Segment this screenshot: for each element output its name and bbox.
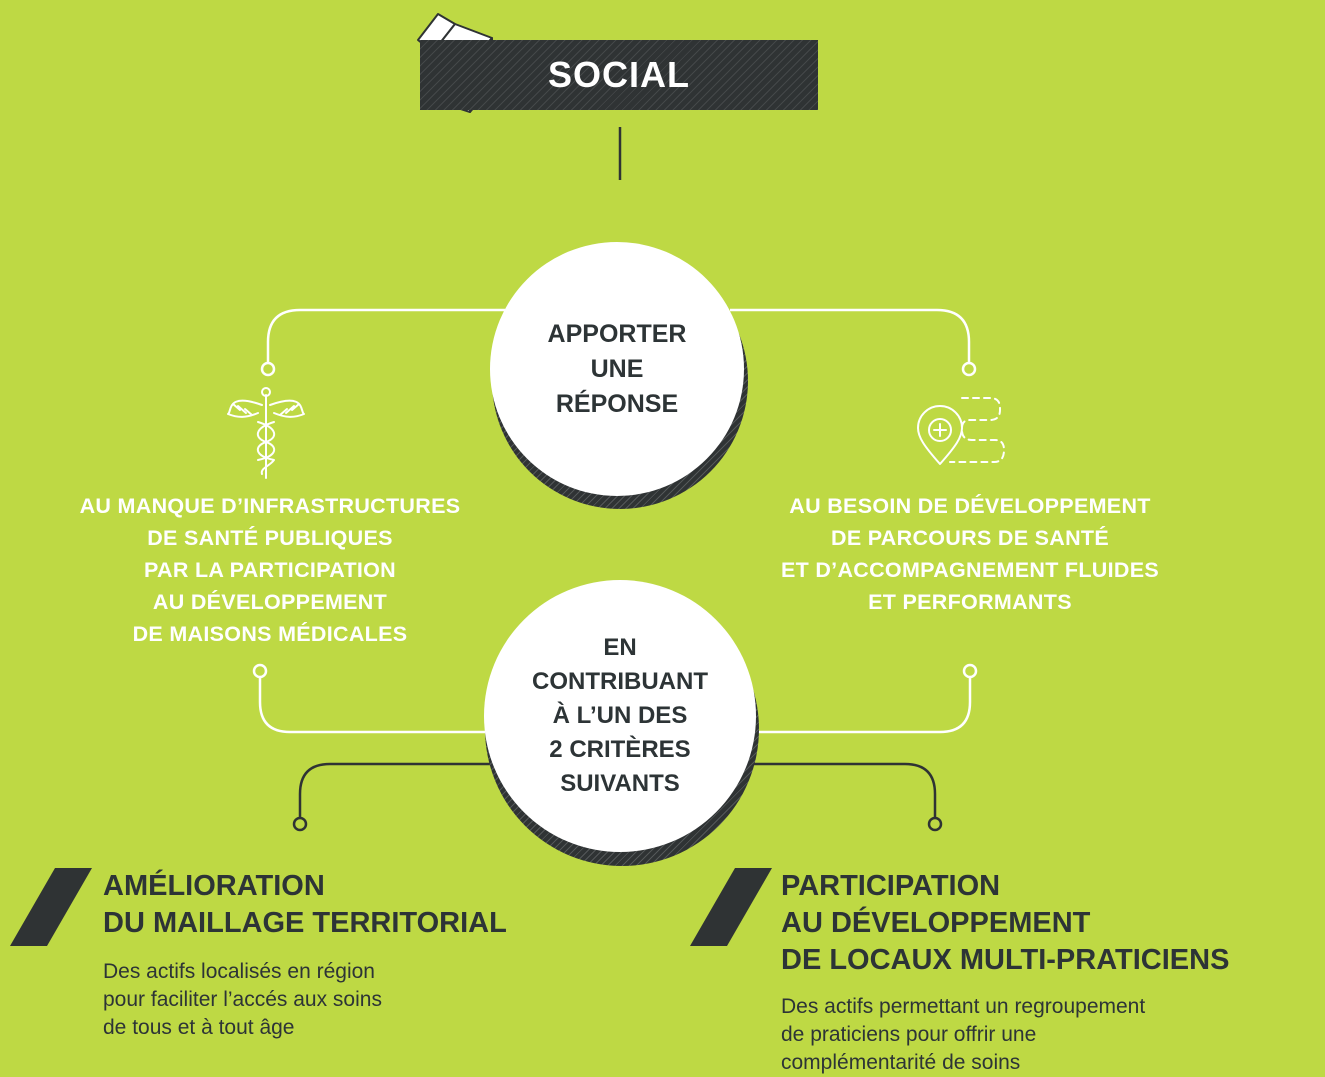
- page-title: SOCIAL: [547, 54, 690, 95]
- criterion-description-right: Des actifs permettant un regroupement de…: [781, 995, 1146, 1074]
- connector-bottom-left: [298, 762, 520, 817]
- connector-node: [260, 361, 276, 377]
- slash-icon-left: [10, 868, 92, 946]
- title-bar: [420, 40, 818, 110]
- central-question-text: APPORTER UNE RÉPONSE: [547, 319, 687, 418]
- connector-mid-right: [748, 677, 972, 734]
- connector-node: [962, 663, 978, 679]
- criterion-title-right: PARTICIPATION AU DÉVELOPPEMENT DE LOCAUX…: [781, 870, 1230, 976]
- connector-top-right: [730, 308, 971, 363]
- connector-node: [961, 361, 977, 377]
- connector-node: [927, 816, 943, 832]
- connector-top-left: [266, 308, 505, 363]
- criterion-description-left: Des actifs localisés en région pour faci…: [103, 960, 382, 1039]
- contribution-text: EN CONTRIBUANT À L’UN DES 2 CRITÈRES SUI…: [532, 634, 708, 797]
- central-question-circle: APPORTER UNE RÉPONSE: [490, 242, 744, 496]
- connector-node: [292, 816, 308, 832]
- connector-mid-left: [258, 677, 492, 734]
- connector-bottom-right: [740, 762, 937, 817]
- answer-right: AU BESOIN DE DÉVELOPPEMENT DE PARCOURS D…: [781, 494, 1159, 614]
- connector-node: [252, 663, 268, 679]
- health-route-icon: [917, 397, 1005, 465]
- slash-icon-right: [690, 868, 772, 946]
- caduceus-icon: [227, 387, 305, 479]
- contribution-circle: EN CONTRIBUANT À L’UN DES 2 CRITÈRES SUI…: [484, 580, 756, 852]
- criterion-title-left: AMÉLIORATION DU MAILLAGE TERRITORIAL: [103, 870, 507, 939]
- answer-left: AU MANQUE D’INFRASTRUCTURES DE SANTÉ PUB…: [79, 494, 461, 646]
